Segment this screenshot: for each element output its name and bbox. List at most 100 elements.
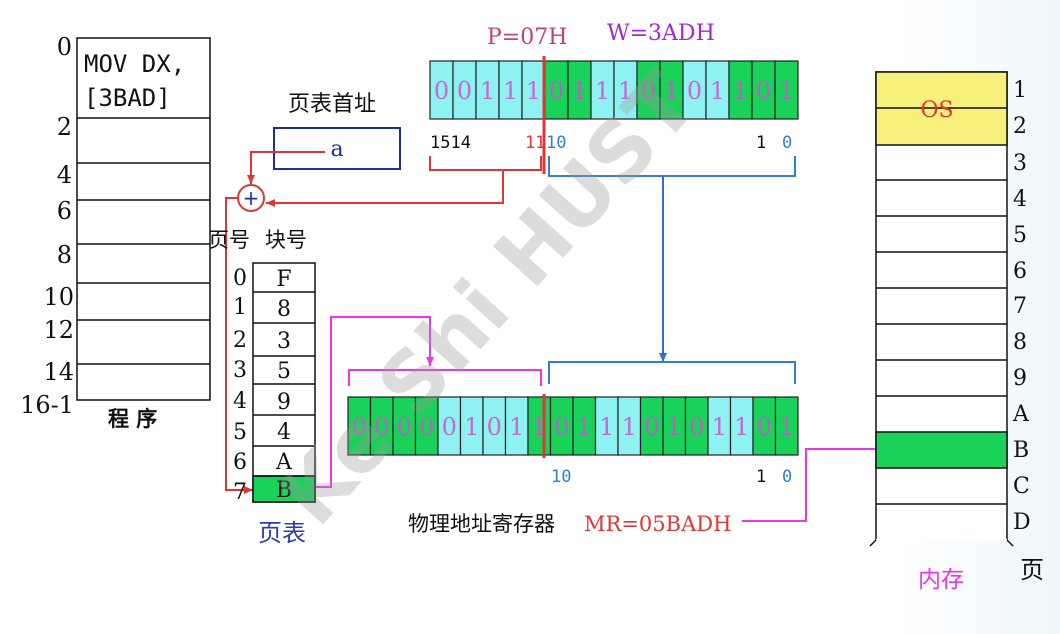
program-label-10: 10 <box>43 283 74 311</box>
bit-value: 0 <box>352 413 367 441</box>
bit-cell: 0 <box>392 396 417 456</box>
bit-cell: 0 <box>437 396 462 456</box>
bit-value: 1 <box>503 77 518 105</box>
bit-value: 1 <box>572 77 587 105</box>
bit-cell: 1 <box>617 396 642 456</box>
program-label-8: 8 <box>57 241 72 269</box>
physical-to-memory-arrow <box>742 445 940 522</box>
bit-value: 0 <box>644 413 659 441</box>
instruction-line-2: [3BAD] <box>84 84 171 112</box>
bit-cell: 0 <box>452 60 477 120</box>
bit-value: 1 <box>464 413 479 441</box>
page-table-base-register <box>273 127 401 170</box>
page-table-base-label: 页表首址 <box>288 92 376 117</box>
program-label-12: 12 <box>43 316 74 344</box>
bit-cell: 0 <box>549 396 574 456</box>
block-number: F <box>276 267 291 292</box>
page-number: 4 <box>233 389 247 414</box>
page-number-to-adder-arrow <box>266 170 504 207</box>
logical-bit-pos-left: 1514 <box>430 133 471 153</box>
bit-cell: 1 <box>504 396 529 456</box>
program-label-14: 14 <box>43 358 74 386</box>
program-label-2: 2 <box>57 113 72 141</box>
bit-value: 0 <box>419 413 434 441</box>
bit-value: 1 <box>595 77 610 105</box>
bit-cell-box <box>774 60 799 120</box>
bit-value: 0 <box>457 77 472 105</box>
program-label-16-1: 16-1 <box>20 391 74 419</box>
bit-cell: 1 <box>728 60 753 120</box>
bit-value: 1 <box>712 413 727 441</box>
block-number: A <box>275 450 293 475</box>
bit-cell: 1 <box>707 396 732 456</box>
memory-label: B <box>1013 438 1029 463</box>
bit-value: 1 <box>733 77 748 105</box>
bit-cell: 1 <box>567 60 592 120</box>
page-number-bracket <box>429 156 542 171</box>
bit-value: 0 <box>397 413 412 441</box>
block-number: 3 <box>277 329 291 354</box>
page-table-highlight-row <box>252 475 316 503</box>
bit-value: 0 <box>641 77 656 105</box>
program-label-4: 4 <box>57 161 72 189</box>
bit-value: 0 <box>434 77 449 105</box>
physical-register-label: 物理地址寄存器 <box>408 512 555 536</box>
memory-label: C <box>1013 474 1030 499</box>
bit-cell: 0 <box>752 396 777 456</box>
bit-value: 0 <box>689 413 704 441</box>
bit-value: 0 <box>374 413 389 441</box>
bit-cell: 1 <box>662 396 687 456</box>
bit-cell: 0 <box>751 60 776 120</box>
physical-bit-pos-right-1: 1 <box>756 467 766 487</box>
bit-cell: 1 <box>594 396 619 456</box>
bit-value: 0 <box>487 413 502 441</box>
bit-value: 1 <box>734 413 749 441</box>
logical-bit-pos-right-1: 1 <box>756 133 766 153</box>
offset-label: W=3ADH <box>607 21 715 46</box>
memory-caption: 内存 <box>918 567 964 593</box>
bit-cell: 0 <box>684 396 709 456</box>
bit-cell: 1 <box>521 60 546 120</box>
bit-cell: 1 <box>475 60 500 120</box>
page-table <box>252 262 316 503</box>
bit-value: 0 <box>687 77 702 105</box>
block-number: B <box>276 478 292 503</box>
memory-label: D <box>1013 510 1031 535</box>
page-number: 2 <box>233 328 247 353</box>
memory-label: 2 <box>1013 114 1027 139</box>
memory <box>869 71 1014 547</box>
page-number: 0 <box>233 266 247 291</box>
memory-label: 6 <box>1013 259 1027 284</box>
program-caption: 程 序 <box>108 407 157 431</box>
bit-value: 1 <box>779 77 794 105</box>
page-table-header-block: 块号 <box>265 228 307 252</box>
bit-value: 1 <box>599 413 614 441</box>
block-to-physical-arrow <box>316 316 434 488</box>
bit-value: 1 <box>779 413 794 441</box>
os-label: OS <box>920 98 953 123</box>
memory-label: 3 <box>1013 151 1027 176</box>
physical-register-value: MR=05BADH <box>584 512 731 536</box>
program-row-labels: 0 2 4 6 8 10 12 14 16-1 <box>20 33 74 419</box>
bit-cell: 1 <box>705 60 730 120</box>
bit-cell: 1 <box>659 60 684 120</box>
physical-bit-pos-mid: 10 <box>551 467 571 487</box>
bit-cell: 1 <box>774 60 799 120</box>
program-box <box>76 37 211 401</box>
page-table-header-page: 页号 <box>208 228 250 252</box>
bit-cell-box <box>774 396 799 456</box>
logical-bit-pos-mid-red: 11 <box>525 133 545 153</box>
bit-cell: 0 <box>429 60 454 120</box>
instruction-line-1: MOV DX, <box>84 50 185 78</box>
block-number-column: F 8 3 5 9 4 A B <box>275 267 293 503</box>
bit-cell: 1 <box>774 396 799 456</box>
physical-low-bracket <box>548 361 796 384</box>
memory-label: 4 <box>1013 187 1027 212</box>
bit-cell: 0 <box>482 396 507 456</box>
bit-value: 1 <box>710 77 725 105</box>
page-table-caption: 页表 <box>258 519 306 547</box>
bit-cell: 1 <box>527 396 552 456</box>
memory-block-b <box>875 431 1008 469</box>
physical-high-bracket <box>348 369 542 386</box>
program-label-6: 6 <box>57 197 72 225</box>
